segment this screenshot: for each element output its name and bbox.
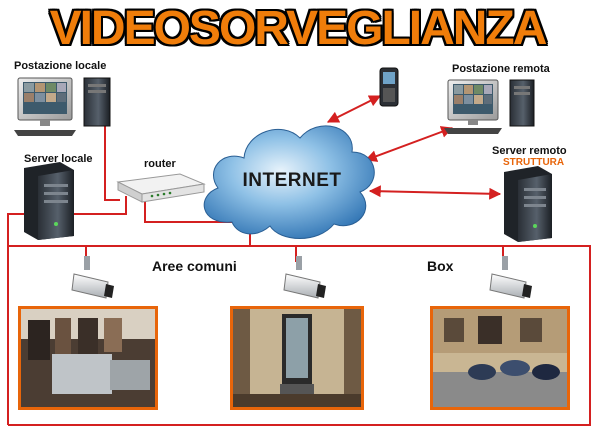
label-remote-station: Postazione remota (452, 63, 550, 75)
tower-server-icon (24, 162, 74, 240)
camera-network-box (8, 245, 591, 426)
cloud-icon (203, 125, 375, 239)
label-remote-server: Server remoto (492, 145, 567, 157)
camera-photo-icon (230, 306, 364, 410)
internet-links (326, 95, 502, 200)
camera-photo-icon (430, 306, 570, 410)
link-mobile-internet (326, 95, 382, 123)
link-remote-server-internet (368, 185, 502, 200)
link-server-router (60, 196, 127, 215)
label-internet: INTERNET (242, 170, 342, 191)
link-remote-station-internet (364, 126, 454, 162)
page-title: VIDEOSORVEGLIANZA (49, 2, 548, 55)
desktop-computer-icon (14, 77, 111, 136)
label-remote-server-sub: STRUTTURA (503, 157, 565, 168)
desktop-computer-icon (444, 79, 535, 134)
security-camera-icon (283, 256, 326, 299)
label-router: router (144, 158, 176, 170)
label-common-areas: Aree comuni (152, 258, 237, 274)
tower-server-icon (504, 166, 552, 242)
label-local-server: Server locale (24, 153, 93, 165)
label-box: Box (427, 258, 454, 274)
smartphone-icon (379, 67, 399, 107)
security-camera-icon (71, 256, 114, 299)
label-local-station: Postazione locale (14, 60, 107, 72)
link-local-station-router (104, 120, 120, 201)
camera-photo-icon (18, 306, 158, 410)
router-icon (116, 173, 206, 203)
security-camera-icon (489, 256, 532, 299)
